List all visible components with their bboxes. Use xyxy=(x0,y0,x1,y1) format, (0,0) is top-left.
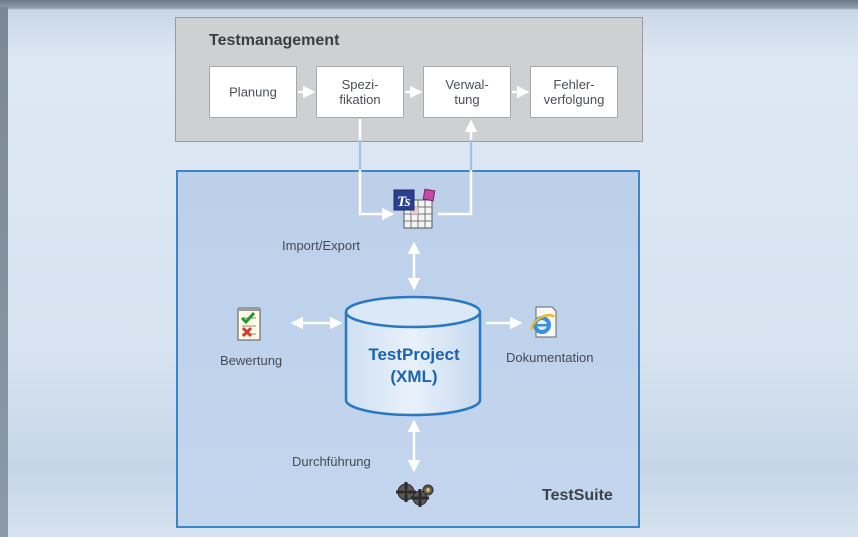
bewertung-label: Bewertung xyxy=(220,353,283,368)
checklist-icon xyxy=(237,307,261,341)
step-planung: Planung xyxy=(209,66,297,118)
import-export-label: Import/Export xyxy=(282,238,361,253)
connector-up-verwaltung xyxy=(438,119,478,216)
testsuite-table-icon: Ts xyxy=(393,188,436,229)
step-spezifikation: Spezi- fikation xyxy=(316,66,404,118)
step-spezifikation-label: Spezi- fikation xyxy=(339,77,381,107)
database-cylinder xyxy=(344,295,482,417)
testsuite-title: TestSuite xyxy=(542,487,613,504)
database-label-line2: (XML) xyxy=(390,367,438,386)
dokumentation-label: Dokumentation xyxy=(506,350,594,365)
step-planung-label: Planung xyxy=(229,84,277,100)
management-connectors xyxy=(358,119,478,221)
step-fehlerverfolgung-label: Fehler- verfolgung xyxy=(543,77,605,107)
step-verwaltung: Verwal- tung xyxy=(423,66,511,118)
internet-explorer-icon xyxy=(529,306,557,338)
connector-spezifikation-down xyxy=(358,119,395,221)
testmanagement-title: Testmanagement xyxy=(209,32,340,49)
db-arrows xyxy=(290,241,523,473)
database-label-line1: TestProject xyxy=(368,345,460,364)
database-label: TestProject (XML) xyxy=(344,344,484,388)
durchfuehrung-label: Durchführung xyxy=(292,454,371,469)
step-fehlerverfolgung: Fehler- verfolgung xyxy=(530,66,618,118)
step-verwaltung-label: Verwal- tung xyxy=(445,77,489,107)
gears-icon xyxy=(396,482,434,507)
svg-text:Ts: Ts xyxy=(397,194,411,210)
